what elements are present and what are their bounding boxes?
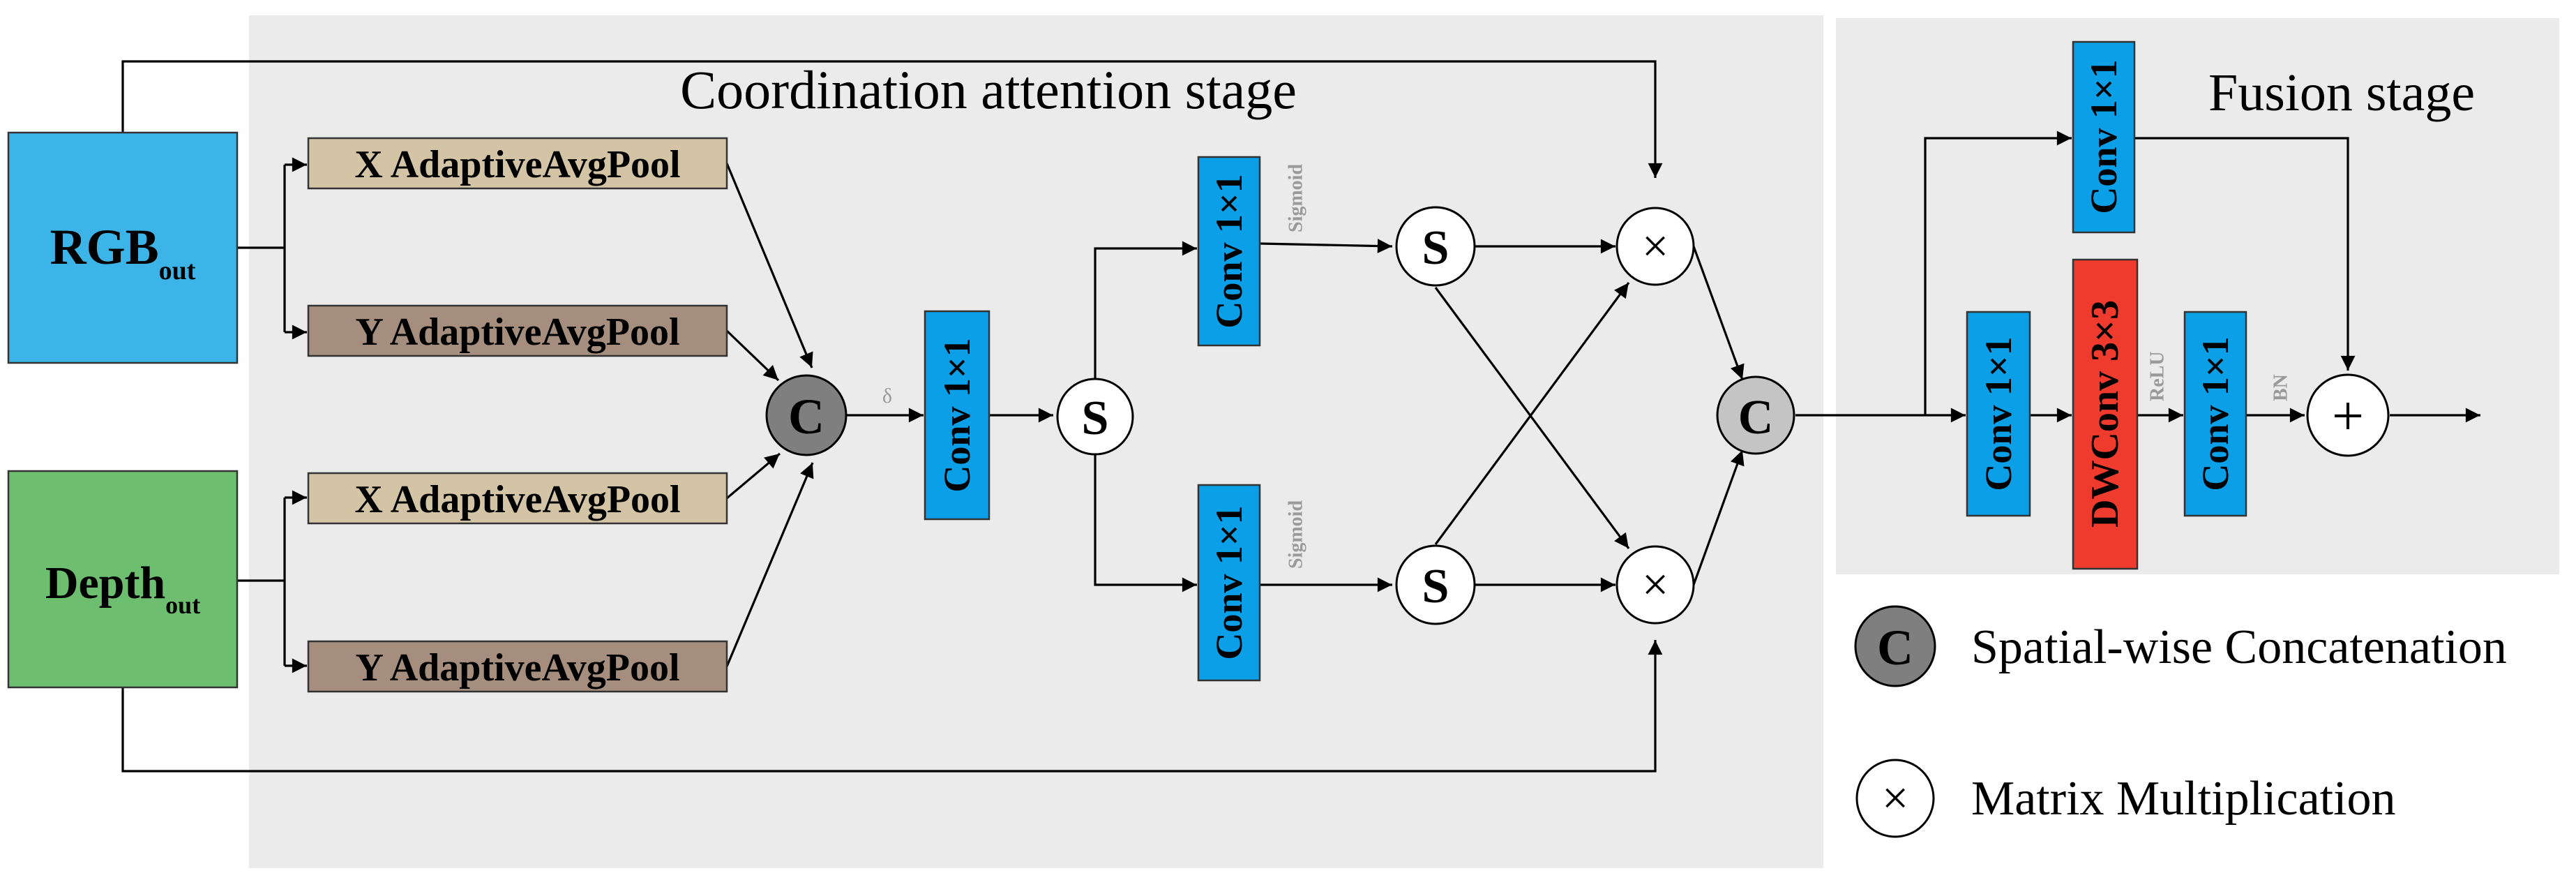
fusion-conv-top-block (2072, 40, 2136, 234)
depth-y-pool-block (307, 640, 728, 693)
split-op-top (1395, 206, 1476, 287)
coordination-stage-title: Coordination attention stage (680, 59, 1297, 120)
depth-x-pool-block (307, 472, 728, 525)
split-op-1-label: S (1082, 391, 1109, 445)
legend-concat-symbol-label: C (1877, 620, 1913, 676)
dwconv-block (2072, 258, 2139, 570)
concat-op-2 (1716, 375, 1795, 455)
conv1-block (924, 310, 991, 521)
concat-op-1 (765, 374, 848, 456)
delta-activation-label: δ (882, 385, 892, 408)
add-op-label: + (2332, 384, 2364, 447)
concat-op-1-label: C (788, 389, 824, 445)
split-op-top-label: S (1422, 221, 1449, 275)
legend-mult-label: Matrix Multiplication (1971, 772, 2396, 826)
conv-top-label: Conv 1×1 (1208, 174, 1250, 328)
conv1-label: Conv 1×1 (936, 338, 978, 492)
multiply-op-top-label: × (1642, 219, 1669, 272)
rgb-x-pool-block (307, 137, 728, 190)
add-op (2306, 373, 2390, 457)
depth-input-block (7, 470, 239, 689)
conv-top-block (1197, 156, 1261, 347)
fusion-stage-title: Fusion stage (2208, 64, 2475, 122)
bn-activation-label: BN (2270, 374, 2292, 401)
rgb-input-block (7, 131, 239, 364)
fusion-conv-b-label: Conv 1×1 (2194, 336, 2236, 491)
conv-bottom-label: Conv 1×1 (1208, 505, 1250, 659)
sigmoid-bottom-label: Sigmoid (1286, 500, 1307, 569)
split-op-bottom-label: S (1422, 560, 1449, 613)
connectors (121, 60, 2480, 773)
fusion-conv-a-label: Conv 1×1 (1978, 336, 2019, 491)
rgb-x-pool-label: X AdaptiveAvgPool (354, 143, 680, 186)
legend-concat-symbol (1854, 605, 1936, 687)
rgb-y-pool-block (307, 304, 728, 357)
legend-concat-label: Spatial-wise Concatenation (1971, 620, 2507, 674)
rgb-input-label: RGBout (50, 219, 196, 285)
conv-bottom-block (1197, 484, 1261, 682)
fusion-conv-a-block (1966, 311, 2031, 517)
legend-mult-symbol-label: × (1882, 771, 1908, 824)
fusion-conv-top-label: Conv 1×1 (2083, 59, 2125, 214)
split-op-bottom (1395, 544, 1476, 625)
sigmoid-top-label: Sigmoid (1286, 164, 1307, 232)
depth-y-pool-label: Y AdaptiveAvgPool (355, 646, 679, 689)
split-op-1 (1056, 378, 1134, 456)
depth-x-pool-label: X AdaptiveAvgPool (354, 478, 680, 521)
dwconv-label: DWConv 3×3 (2084, 300, 2127, 528)
relu-activation-label: ReLU (2147, 351, 2169, 401)
multiply-op-top (1615, 207, 1695, 286)
concat-op-2-label: C (1738, 391, 1774, 445)
multiply-op-bottom-label: × (1642, 558, 1669, 611)
rgb-y-pool-label: Y AdaptiveAvgPool (355, 311, 679, 354)
multiply-op-bottom (1615, 545, 1695, 625)
legend-mult-symbol (1855, 759, 1935, 838)
fusion-conv-b-block (2183, 311, 2247, 517)
depth-input-label: Depthout (45, 558, 200, 619)
